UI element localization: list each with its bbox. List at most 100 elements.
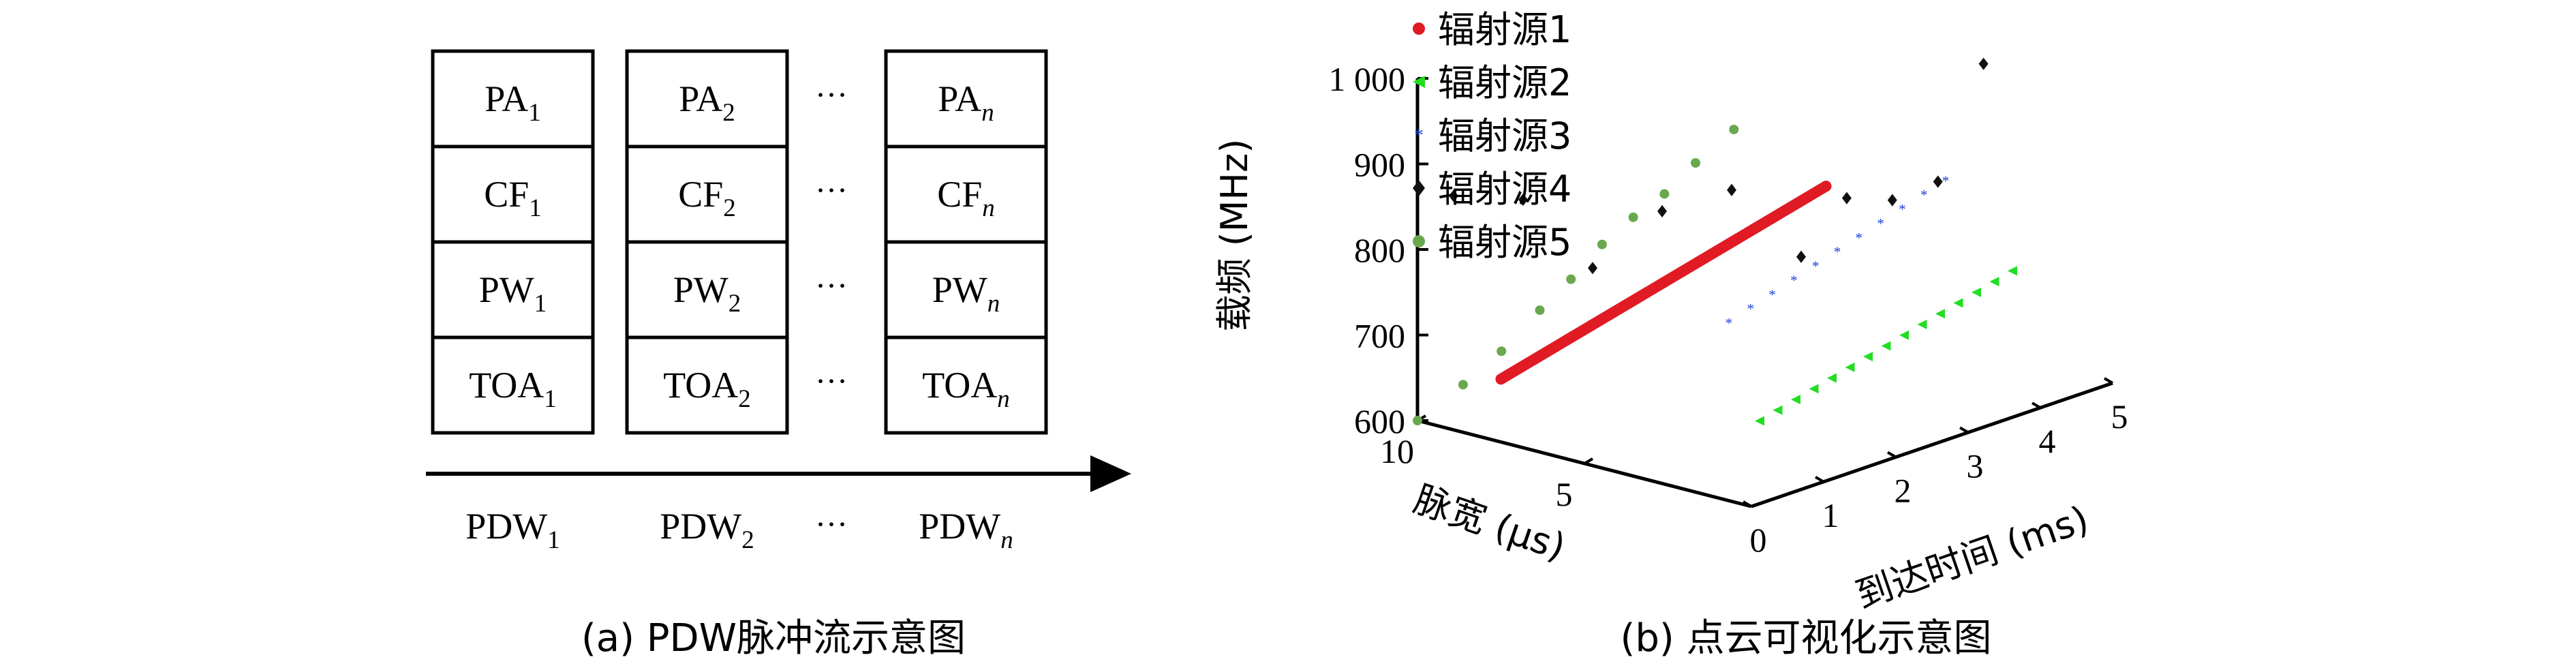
pdw-field-label-base: CF	[484, 174, 529, 215]
pdw-field-label-base: PW	[673, 269, 729, 310]
data-point	[1730, 234, 1741, 245]
pdw-field-label-subscript: 1	[534, 290, 547, 318]
data-point	[1658, 277, 1669, 288]
data-point	[1497, 346, 1507, 356]
legend-entry: 辐射源1	[1438, 8, 1571, 51]
data-point	[1586, 320, 1597, 331]
pdw-field-cell	[884, 49, 1048, 149]
data-point	[1657, 204, 1667, 217]
pdw-field-label: PA2	[679, 78, 735, 127]
pdw-word-label-base: PDW	[465, 506, 547, 547]
pdw-field-cell	[625, 49, 789, 149]
x-tick-label: 4	[2039, 422, 2056, 460]
data-point	[1820, 181, 1832, 192]
series-5	[1413, 124, 1739, 425]
pdw-pulse-stream-diagram: PA1CF1PW1TOA1PDW1PA2CF2PW2TOA2PDW2PAnCFn…	[426, 49, 1131, 554]
pdw-field-label-subscript: 1	[544, 385, 557, 413]
data-point	[1791, 395, 1800, 405]
data-point	[1550, 341, 1561, 352]
data-point	[1755, 416, 1764, 426]
x-tick-label: 1	[1822, 496, 1839, 534]
pdw-field-label: PAn	[938, 78, 994, 127]
legend-entry: 辐射源4	[1438, 168, 1571, 211]
x-tick	[2103, 377, 2114, 384]
pdw-field-label-base: TOA	[469, 365, 544, 406]
x-tick	[1742, 500, 1753, 508]
data-point	[1748, 224, 1760, 235]
legend-marker	[1413, 180, 1425, 196]
series-2	[1755, 266, 2017, 426]
data-point	[1863, 352, 1873, 362]
data-point	[1773, 405, 1783, 415]
x-tick-label: 0	[1750, 521, 1767, 559]
data-point	[1413, 416, 1422, 425]
ellipsis: ···	[815, 506, 848, 543]
pdw-field-label-subscript: 2	[722, 99, 735, 127]
data-point	[1531, 352, 1543, 363]
ellipsis: ···	[815, 77, 848, 113]
legend-entry: 辐射源3	[1438, 115, 1571, 157]
data-point	[1659, 189, 1670, 199]
x-axis-label: 到达时间 (ms)	[1850, 498, 2094, 617]
data-point	[1784, 202, 1796, 213]
data-point	[1604, 309, 1615, 320]
pdw-field-label-base: PA	[485, 78, 528, 119]
series-1	[1495, 181, 1832, 385]
series-4	[1449, 57, 1989, 275]
y-tick-label: 900	[1354, 146, 1405, 184]
data-point	[1796, 250, 1806, 263]
pdw-word-label-subscript: n	[1000, 526, 1013, 554]
timeline-arrowhead	[1090, 455, 1131, 492]
data-point	[2008, 266, 2017, 276]
caption-b: (b) 点云可视化示意图	[1620, 616, 1991, 661]
pdw-field-label-base: CF	[678, 174, 723, 215]
x-tick	[1814, 476, 1825, 483]
y-tick-label: 800	[1354, 231, 1405, 269]
ellipsis: ···	[815, 363, 848, 399]
pdw-field-label-subscript: n	[981, 99, 994, 127]
data-point: *	[1768, 286, 1776, 303]
data-point: *	[1834, 244, 1841, 260]
z-axis-label: 脉宽 (μs)	[1409, 477, 1571, 568]
pdw-field-cell	[625, 335, 789, 435]
z-tick-label: 5	[1556, 475, 1573, 513]
legend-marker: *	[1414, 125, 1424, 145]
data-point	[1953, 298, 1963, 308]
pdw-field-cell	[625, 145, 789, 244]
x-tick	[2031, 401, 2042, 409]
data-point	[1518, 193, 1528, 207]
x-axis-line	[1751, 381, 2113, 508]
pdw-field-label: TOA1	[469, 365, 557, 413]
data-point	[1933, 175, 1943, 188]
pdw-field-label: TOAn	[922, 365, 1010, 413]
pdw-field-label-subscript: 2	[723, 194, 736, 222]
y-tick-label: 700	[1354, 317, 1405, 355]
x-tick	[1959, 426, 1969, 434]
pdw-field-label-subscript: 2	[729, 290, 741, 318]
pdw-field-label: PW1	[479, 269, 547, 318]
legend-marker	[1413, 76, 1425, 88]
pdw-field-label-subscript: 2	[738, 385, 751, 413]
legend-marker	[1413, 22, 1425, 35]
data-point: *	[1942, 172, 1950, 189]
pdw-field-label: PA1	[485, 78, 541, 127]
data-point	[1566, 274, 1576, 284]
legend-entry: 辐射源2	[1438, 61, 1571, 104]
pdw-field-label: CF1	[484, 174, 542, 222]
data-point: *	[1856, 230, 1863, 246]
data-point	[1628, 212, 1638, 222]
pdw-field-cell	[884, 145, 1048, 244]
data-point	[1535, 305, 1545, 316]
data-point	[1887, 194, 1897, 207]
data-point	[1727, 183, 1736, 196]
legend-marker	[1413, 235, 1425, 247]
data-point	[1841, 192, 1852, 204]
pdw-field-label-subscript: n	[982, 194, 995, 222]
caption-a: (a) PDW脉冲流示意图	[581, 616, 966, 661]
pdw-field-cell	[884, 335, 1048, 435]
data-point: *	[1747, 301, 1755, 317]
pdw-field-cell	[431, 145, 595, 244]
data-point	[1495, 374, 1507, 385]
